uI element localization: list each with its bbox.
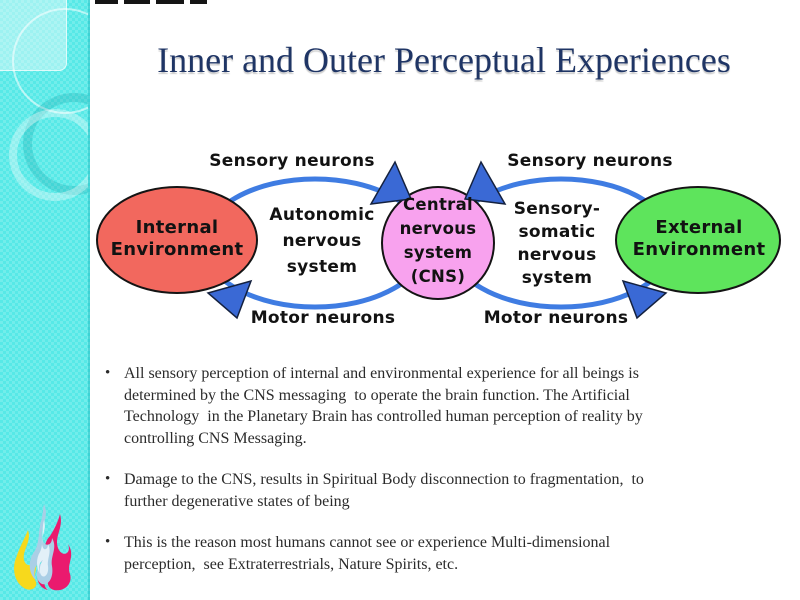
bullet-line: determined by the CNS messaging to opera… [124,386,630,404]
slide-title: Inner and Outer Perceptual Experiences [157,40,731,80]
flame-logo-icon [14,504,72,591]
motor-arrow-left-icon [206,279,253,320]
bullet-line: This is the reason most humans cannot se… [124,534,611,551]
bullet-line: All sensory perception of internal and e… [124,365,639,382]
label-autonomic-nervous-system: Autonomic nervous system [269,205,375,277]
bullet-item-1: All sensory perception of internal and e… [103,363,763,449]
top-edge-artifact [156,0,184,4]
top-edge-artifact [124,0,150,4]
cns-circle [381,186,495,300]
sidebar [0,0,90,600]
bullet-line: Damage to the CNS, results in Spiritual … [124,471,644,488]
label-sensory-neurons-left: Sensory neurons [209,151,375,171]
label-internal-environment: Internal Environment [110,217,244,260]
bullet-line: Technology in the Planetary Brain has co… [124,408,643,425]
flame-yellow-shape [14,530,37,590]
bullet-item-3: This is the reason most humans cannot se… [103,532,763,575]
bullet-item-2: Damage to the CNS, results in Spiritual … [103,469,763,512]
flame-highlight-shape [37,520,50,577]
top-edge-artifact [190,0,207,4]
bullet-line: controlling CNS Messaging. [124,429,307,447]
sensory-arrow-right-icon [463,160,507,205]
label-sensory-neurons-right: Sensory neurons [507,151,673,171]
bullet-list: All sensory perception of internal and e… [103,363,763,595]
top-edge-artifact [95,0,118,4]
flame-blue-shape [29,504,55,585]
internal-environment-ellipse [96,186,258,294]
bullet-line: further degenerative states of being [124,492,350,510]
bullet-line: perception, see Extraterrestrials, Natur… [124,555,459,573]
label-sensory-somatic-nervous-system: Sensory-somatic nervous system [513,199,601,288]
label-external-environment: External Environment [632,217,766,260]
sidebar-ring-decoration-2 [9,109,88,201]
label-motor-neurons-right: Motor neurons [483,308,629,328]
motor-arrow-right-icon [621,279,668,320]
label-motor-neurons-left: Motor neurons [250,308,396,328]
sensory-arrow-left-icon [369,160,413,205]
external-environment-ellipse [615,186,781,294]
label-cns: Central nervous system (CNS) [399,195,477,286]
